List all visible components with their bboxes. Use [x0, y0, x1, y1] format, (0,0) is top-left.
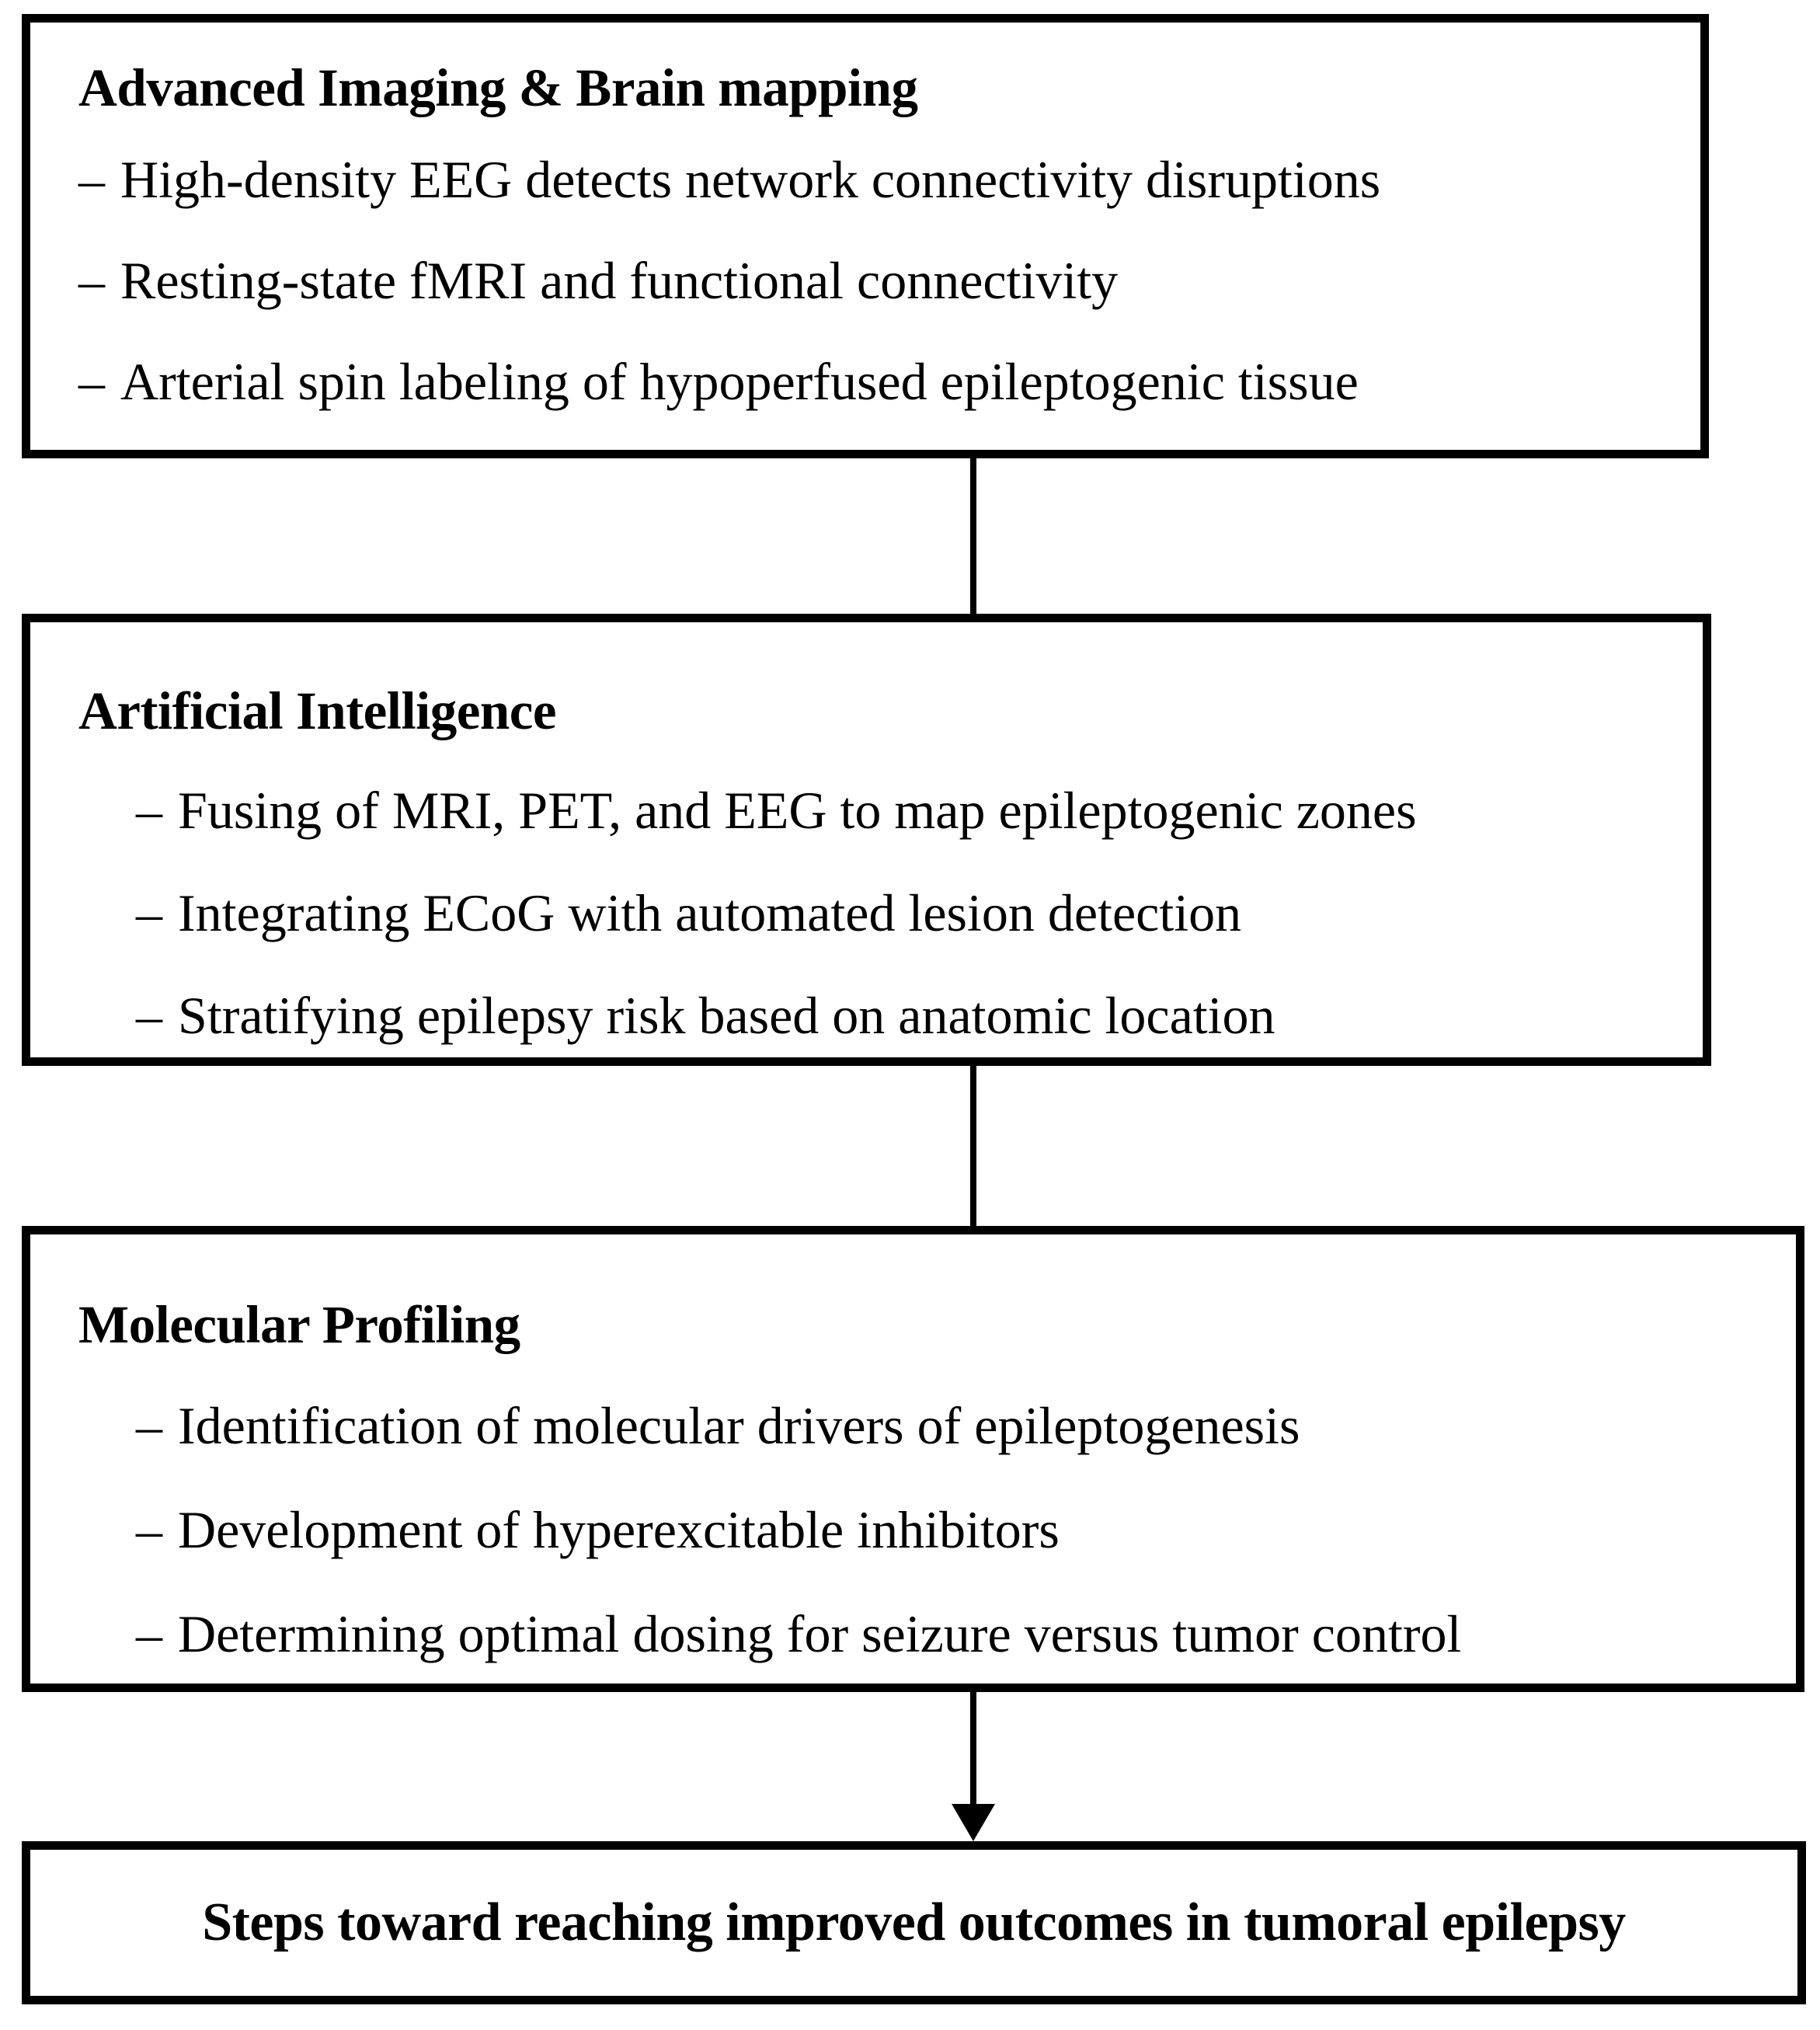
list-item-text: Development of hyperexcitable inhibitors	[178, 1500, 1060, 1559]
node-molecular-profiling[interactable]: Molecular Profiling –Identification of m…	[22, 1226, 1804, 1692]
node-advanced-imaging-content: Advanced Imaging & Brain mapping –High-d…	[30, 23, 1700, 450]
node-advanced-imaging-title: Advanced Imaging & Brain mapping	[78, 58, 918, 117]
dash-marker: –	[136, 1500, 162, 1559]
node-outcome[interactable]: Steps toward reaching improved outcomes …	[22, 1841, 1806, 2004]
connector-artificial-intelligence-to-molecular-profiling	[970, 1066, 976, 1226]
dash-marker: –	[78, 150, 105, 209]
list-item: –Stratifying epilepsy risk based on anat…	[136, 989, 1417, 1042]
dash-marker: –	[78, 352, 105, 411]
node-artificial-intelligence-bullets: –Fusing of MRI, PET, and EEG to map epil…	[136, 784, 1417, 1092]
connector-advanced-imaging-to-artificial-intelligence	[970, 458, 976, 614]
dash-marker: –	[136, 1604, 162, 1663]
dash-marker: –	[136, 986, 162, 1045]
node-artificial-intelligence-content: Artificial Intelligence –Fusing of MRI, …	[30, 622, 1703, 1057]
list-item: –Identification of molecular drivers of …	[136, 1399, 1461, 1452]
node-molecular-profiling-content: Molecular Profiling –Identification of m…	[30, 1234, 1796, 1684]
list-item-text: Arterial spin labeling of hypoperfused e…	[120, 352, 1359, 411]
list-item-text: Determining optimal dosing for seizure v…	[178, 1604, 1462, 1663]
node-molecular-profiling-bullets: –Identification of molecular drivers of …	[136, 1399, 1461, 1711]
list-item-text: Integrating ECoG with automated lesion d…	[178, 883, 1242, 942]
list-item: –Arterial spin labeling of hypoperfused …	[78, 355, 1380, 408]
list-item: –Integrating ECoG with automated lesion …	[136, 886, 1417, 939]
list-item: –Resting-state fMRI and functional conne…	[78, 254, 1380, 307]
list-item-text: Identification of molecular drivers of e…	[178, 1396, 1300, 1455]
node-artificial-intelligence-title: Artificial Intelligence	[78, 681, 557, 740]
dash-marker: –	[78, 251, 105, 310]
dash-marker: –	[136, 1396, 162, 1455]
list-item-text: High-density EEG detects network connect…	[120, 150, 1381, 209]
list-item: –Development of hyperexcitable inhibitor…	[136, 1503, 1461, 1556]
node-advanced-imaging-bullets: –High-density EEG detects network connec…	[78, 153, 1380, 456]
dash-marker: –	[136, 781, 162, 840]
dash-marker: –	[136, 883, 162, 942]
node-outcome-label: Steps toward reaching improved outcomes …	[202, 1892, 1626, 1952]
list-item: –Fusing of MRI, PET, and EEG to map epil…	[136, 784, 1417, 837]
list-item: –Determining optimal dosing for seizure …	[136, 1607, 1461, 1660]
node-advanced-imaging[interactable]: Advanced Imaging & Brain mapping –High-d…	[22, 14, 1709, 458]
list-item-text: Stratifying epilepsy risk based on anato…	[178, 986, 1275, 1045]
list-item: –High-density EEG detects network connec…	[78, 153, 1380, 206]
node-artificial-intelligence[interactable]: Artificial Intelligence –Fusing of MRI, …	[22, 614, 1711, 1066]
list-item-text: Resting-state fMRI and functional connec…	[120, 251, 1119, 310]
list-item-text: Fusing of MRI, PET, and EEG to map epile…	[178, 781, 1417, 840]
arrow-down-icon	[952, 1804, 995, 1841]
connector-molecular-profiling-to-outcome	[970, 1692, 976, 1807]
node-molecular-profiling-title: Molecular Profiling	[78, 1295, 520, 1354]
